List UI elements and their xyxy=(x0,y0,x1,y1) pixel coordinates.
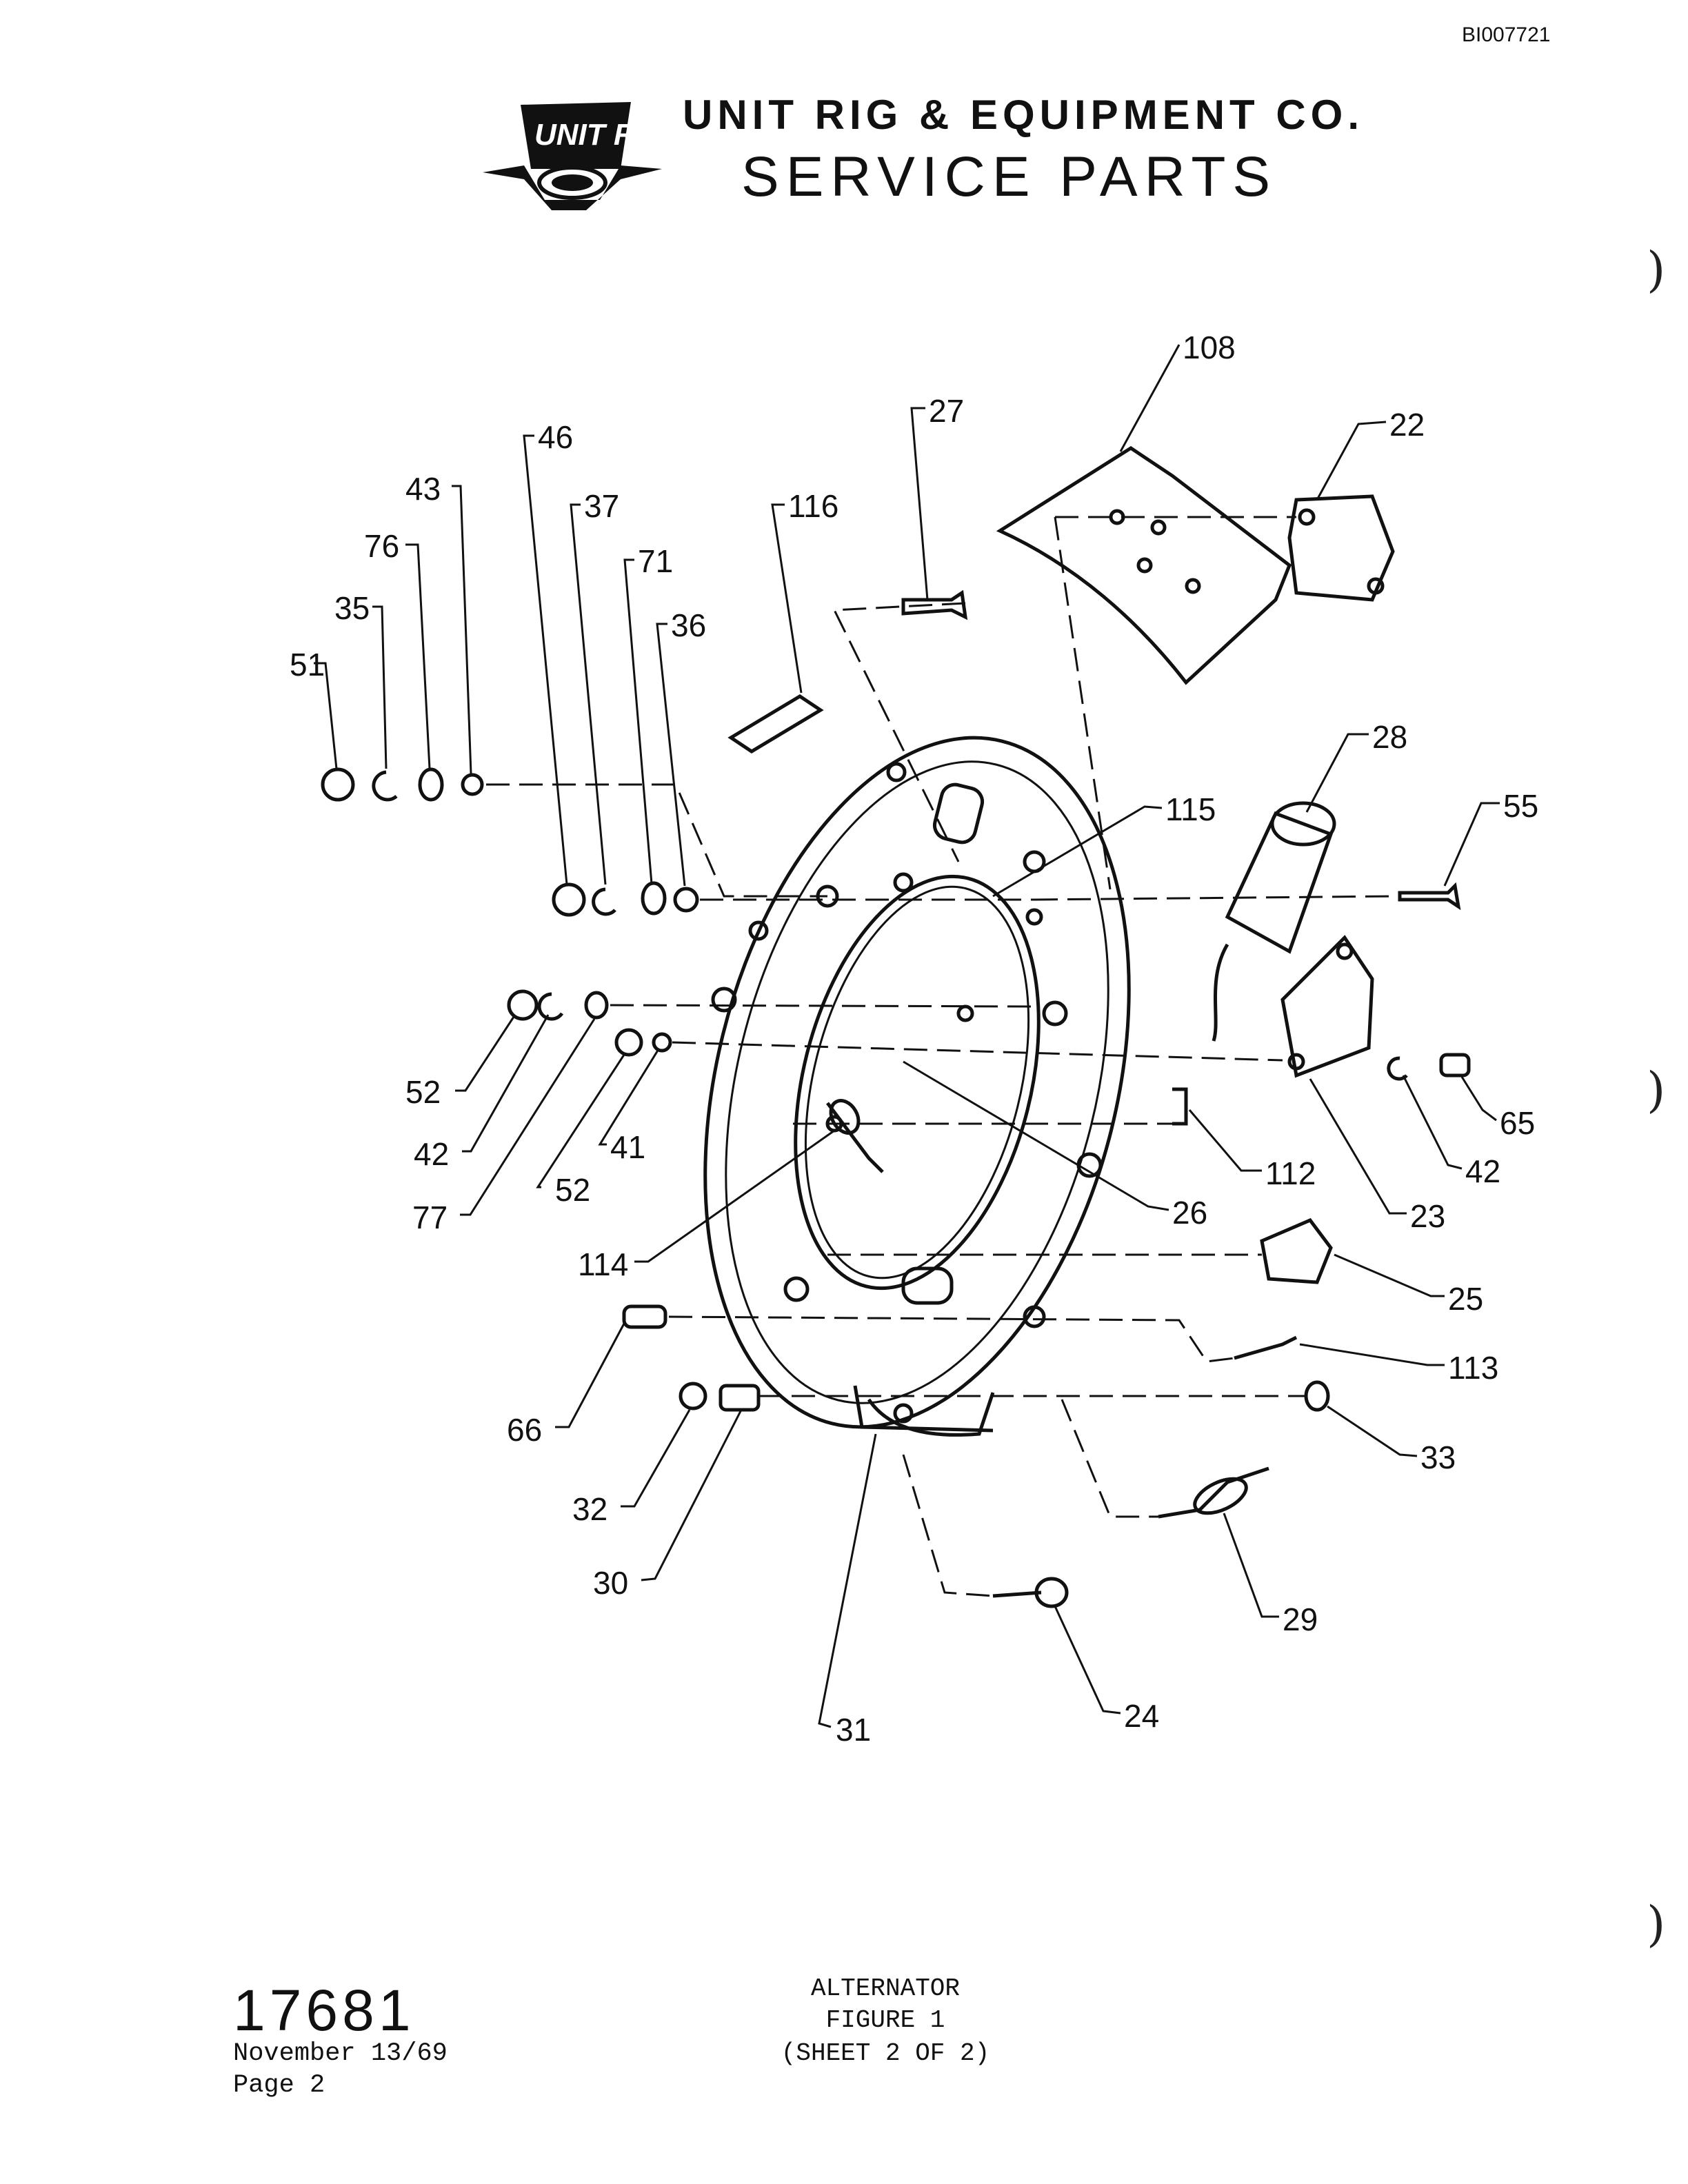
part-71-washer xyxy=(641,881,667,916)
callout-116: 116 xyxy=(788,488,838,524)
callout-76: 76 xyxy=(364,528,399,564)
part-112-clip xyxy=(1172,1087,1188,1126)
part-77-washer xyxy=(584,991,609,1020)
part-35-clip xyxy=(372,770,398,802)
document-id: BI007721 xyxy=(1462,23,1551,46)
part-28-capacitor xyxy=(1225,811,1334,954)
part-number: 17681 xyxy=(233,1978,415,2043)
part-43-lockwasher xyxy=(461,773,484,796)
callout-30: 30 xyxy=(593,1565,628,1601)
part-37-clip xyxy=(592,887,616,916)
callout-52-lower: 52 xyxy=(555,1172,590,1208)
callout-23: 23 xyxy=(1410,1198,1445,1234)
callout-43: 43 xyxy=(405,471,441,507)
callout-52-upper: 52 xyxy=(405,1074,441,1110)
heat-sink-shield xyxy=(996,446,1292,685)
callout-32: 32 xyxy=(572,1491,607,1527)
callout-42-left: 42 xyxy=(414,1136,449,1172)
callout-27: 27 xyxy=(929,393,964,429)
part-55-bolt xyxy=(1398,882,1461,911)
callout-114: 114 xyxy=(578,1246,628,1282)
callout-29: 29 xyxy=(1283,1601,1318,1637)
callout-24: 24 xyxy=(1124,1698,1159,1734)
part-30-nut xyxy=(719,1384,761,1412)
plate-center-opening xyxy=(794,874,1041,1291)
part-52-nut-b xyxy=(614,1028,643,1057)
callout-46: 46 xyxy=(538,419,573,455)
part-27-screw xyxy=(901,589,968,620)
part-41-lockwasher xyxy=(652,1032,672,1053)
margin-mark-bottom: ) xyxy=(1647,1896,1666,1952)
callout-26: 26 xyxy=(1172,1195,1207,1231)
part-46-nut xyxy=(552,882,586,917)
part-22-rectifier xyxy=(1287,494,1395,602)
part-24-diode xyxy=(992,1590,1042,1598)
callout-28: 28 xyxy=(1372,719,1407,755)
callout-31: 31 xyxy=(836,1712,871,1748)
part-76-washer xyxy=(418,767,444,802)
part-114-diode xyxy=(826,1102,884,1173)
callout-41: 41 xyxy=(610,1129,645,1165)
margin-mark-top: ) xyxy=(1647,241,1666,298)
callout-36: 36 xyxy=(671,607,706,643)
callout-55: 55 xyxy=(1503,788,1538,824)
caption-sheet: (SHEET 2 OF 2) xyxy=(781,2039,990,2067)
callout-71: 71 xyxy=(638,543,673,579)
logo-lettering: UNIT RIG xyxy=(534,118,662,152)
part-52-nut xyxy=(507,989,539,1021)
part-29-diode xyxy=(1158,1466,1269,1519)
callout-35: 35 xyxy=(334,590,370,626)
company-name: UNIT RIG & EQUIPMENT CO. xyxy=(683,92,1365,138)
callout-115: 115 xyxy=(1165,791,1216,827)
part-42-clip xyxy=(1387,1056,1408,1081)
callout-42-right: 42 xyxy=(1465,1153,1500,1189)
part-116-bracket xyxy=(727,694,824,754)
part-42-lockwasher xyxy=(537,992,564,1021)
callout-113: 113 xyxy=(1448,1350,1498,1386)
publish-date: November 13/69 xyxy=(233,2039,448,2068)
page-title: SERVICE PARTS xyxy=(741,145,1278,208)
part-65-screw xyxy=(1439,1053,1471,1078)
callout-108: 108 xyxy=(1183,330,1236,365)
part-33-washer xyxy=(1304,1380,1330,1412)
part-51-nut xyxy=(321,767,355,802)
part-36-lockwasher xyxy=(673,887,699,913)
part-113-diode xyxy=(1234,1335,1298,1360)
part-32-washer xyxy=(679,1382,707,1410)
callout-51: 51 xyxy=(290,647,325,682)
callout-33: 33 xyxy=(1420,1439,1456,1475)
unit-rig-logo: UNIT RIG xyxy=(483,102,662,210)
callout-25: 25 xyxy=(1448,1281,1483,1317)
part-66-screw xyxy=(622,1304,667,1329)
margin-mark-middle: ) xyxy=(1647,1062,1666,1118)
page-number: Page 2 xyxy=(233,2071,325,2100)
part-25-terminal xyxy=(1260,1217,1333,1284)
part-23-housing xyxy=(1280,935,1374,1078)
callout-22: 22 xyxy=(1389,407,1425,443)
caption-figure: FIGURE 1 xyxy=(825,2006,945,2034)
end-plate xyxy=(703,736,1131,1429)
callout-66: 66 xyxy=(507,1412,542,1448)
callout-112: 112 xyxy=(1265,1155,1316,1191)
callout-77: 77 xyxy=(412,1200,448,1235)
caption-title: ALTERNATOR xyxy=(810,1974,961,2003)
callout-65: 65 xyxy=(1500,1105,1535,1141)
callout-37: 37 xyxy=(584,488,619,524)
